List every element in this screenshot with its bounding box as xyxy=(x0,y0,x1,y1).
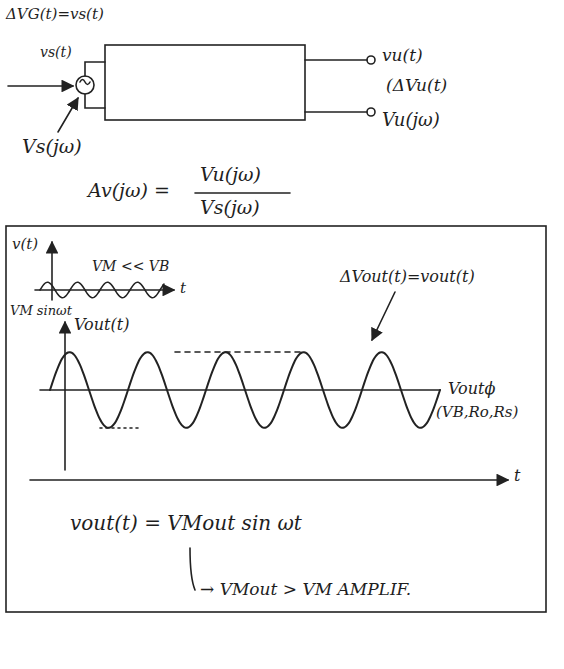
output-wire xyxy=(305,111,367,113)
input-arrow xyxy=(8,85,73,87)
plot-frame xyxy=(6,226,546,612)
sketch-label: ΔVout(t)=vout(t) xyxy=(340,268,475,286)
output-wire xyxy=(305,59,367,61)
sketch-label: t xyxy=(180,280,186,297)
sketch-label: Vu(jω) xyxy=(200,164,261,186)
sketch-label: Voutϕ xyxy=(448,380,495,398)
vout-axis xyxy=(64,322,66,470)
sketch-label: Vs(jω) xyxy=(22,136,82,158)
source-wave xyxy=(80,80,90,85)
output-terminal xyxy=(367,56,375,64)
input-sine xyxy=(40,282,164,298)
hook-line xyxy=(190,548,195,590)
amplifier-box xyxy=(105,45,305,120)
trough-dotted-line xyxy=(100,427,140,429)
sketch-label: vs(t) xyxy=(40,44,72,60)
sketch-label: (ΔVu(t) xyxy=(386,76,447,96)
input-wire xyxy=(85,62,105,76)
sketch-label: Vout(t) xyxy=(74,316,129,334)
time-axis xyxy=(30,479,508,481)
sketch-label: ΔVG(t)=vs(t) xyxy=(6,6,104,23)
v-axis xyxy=(51,242,53,300)
fraction-bar xyxy=(195,192,290,194)
sketch-label: Vs(jω) xyxy=(200,197,260,219)
sketch-label: Av(jω) = xyxy=(88,180,170,202)
sketch-label: vout(t) = VMout sin ωt xyxy=(70,512,302,535)
sketch-label: vu(t) xyxy=(382,46,423,66)
sketch-label: VM sinωt xyxy=(10,304,72,319)
sketch-label: → VMout > VM AMPLIF. xyxy=(200,580,411,600)
peak-dashed-line xyxy=(175,351,300,353)
sketch-label: (VB,Ro,Rs) xyxy=(436,404,518,421)
sketch-label: VM << VB xyxy=(92,258,169,274)
source-symbol xyxy=(76,76,94,94)
output-sine xyxy=(50,352,440,428)
output-terminal xyxy=(367,108,375,116)
dc-level-line xyxy=(40,389,440,391)
sketch-label: v(t) xyxy=(12,236,38,253)
sketch-label: t xyxy=(514,467,520,485)
sketch-label: Vu(jω) xyxy=(382,110,440,131)
phasor-arrow xyxy=(58,98,78,132)
input-wire xyxy=(85,94,105,108)
leader-arrow xyxy=(372,292,395,340)
